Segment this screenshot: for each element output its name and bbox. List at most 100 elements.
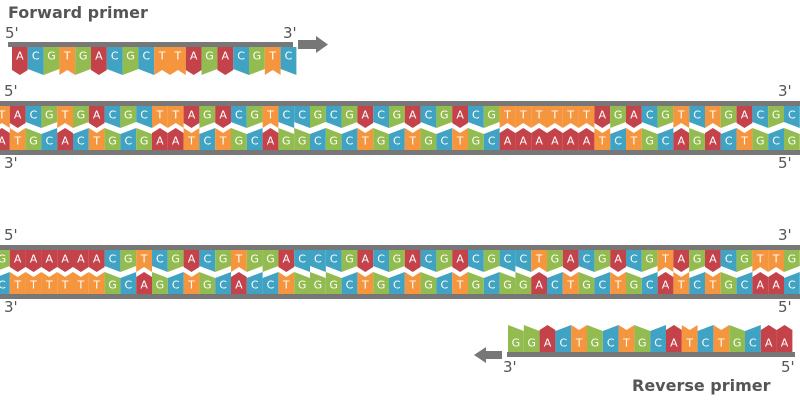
d2-top-base-21: C [325, 250, 342, 272]
d1-top-base-3-letter: G [45, 109, 54, 122]
duplex-1-top-backbone [0, 101, 800, 106]
d1-bot-base-19-letter: G [298, 135, 307, 148]
d2-bot-base-25-letter: C [393, 279, 401, 292]
d2-top-base-29-letter: A [456, 253, 464, 266]
d2-bot-base-43-shape [673, 272, 690, 294]
d1-top-base-45: T [705, 106, 721, 128]
d2-bot-base-4-letter: T [61, 279, 69, 292]
d2-bot-base-44: C [689, 272, 705, 294]
fwd-base-11: A [185, 47, 202, 75]
d2-bot-base-41-shape [641, 272, 658, 294]
d2-top-base-15: T [231, 250, 247, 272]
reverse-direction-arrow-icon [474, 347, 502, 363]
d1-bot-base-5-letter: C [77, 135, 85, 148]
duplex-1-bottom-right-label: 5' [778, 154, 792, 172]
d2-bot-base-33: G [515, 272, 532, 294]
d1-top-base-1: A [9, 106, 26, 128]
fwd-base-6-letter: C [111, 50, 119, 63]
d2-top-base-34: T [531, 250, 547, 272]
d2-bot-base-12-letter: T [187, 279, 195, 292]
rev-base-2-letter: A [544, 337, 552, 350]
d1-bot-base-20-shape [310, 128, 326, 150]
d1-bot-base-30: G [468, 128, 484, 150]
d2-bot-base-17-letter: C [267, 279, 275, 292]
d1-top-base-33-letter: T [519, 109, 527, 122]
d2-top-base-3-shape [41, 250, 58, 272]
d1-top-base-8-letter: G [124, 109, 133, 122]
d1-bot-base-44: G [689, 128, 705, 150]
d2-bot-base-10-shape [152, 272, 168, 294]
rev-base-16: A [760, 325, 777, 352]
d1-top-base-1-letter: A [14, 109, 22, 122]
d2-top-base-16-shape [246, 250, 263, 272]
fwd-base-8-shape [138, 47, 155, 75]
d2-top-base-35-letter: G [551, 253, 560, 266]
duplex-2-top-right-label: 3' [778, 226, 792, 244]
d2-top-base-10-letter: C [156, 253, 164, 266]
d2-bot-base-17: C [262, 272, 279, 294]
d2-bot-base-32: G [499, 272, 516, 294]
d1-top-base-1-shape [9, 106, 26, 128]
d2-top-base-15-letter: T [235, 253, 243, 266]
fwd-base-4-letter: G [79, 50, 88, 63]
reverse-primer-backbone [507, 352, 795, 357]
d1-top-base-9: C [136, 106, 152, 128]
d1-top-base-35-letter: T [551, 109, 559, 122]
d2-top-base-46: C [720, 250, 737, 272]
d2-bot-base-50-letter: C [788, 279, 796, 292]
rev-base-15-letter: C [749, 337, 757, 350]
d1-top-base-36-letter: T [566, 109, 574, 122]
rev-base-0: G [508, 325, 524, 352]
d1-bot-base-12-shape [183, 128, 200, 150]
d1-bot-base-14: T [215, 128, 231, 150]
d1-top-base-10: T [152, 106, 168, 128]
rev-base-9: C [650, 325, 666, 352]
rev-base-12-letter: C [702, 337, 710, 350]
d1-bot-base-12: T [183, 128, 200, 150]
d2-bot-base-34-letter: A [535, 279, 543, 292]
d2-bot-base-18: T [278, 272, 295, 294]
fwd-base-9-shape [154, 47, 170, 75]
fwd-base-3-letter: T [63, 50, 71, 63]
d1-top-base-14-letter: A [219, 109, 227, 122]
fwd-base-4: G [75, 47, 91, 75]
d2-top-base-50-shape [784, 250, 800, 272]
d2-bot-base-0-letter: C [0, 279, 6, 292]
d2-top-base-7-letter: C [109, 253, 117, 266]
d1-bot-base-42-letter: C [662, 135, 670, 148]
d2-top-base-2: A [25, 250, 42, 272]
rev-base-16-shape [760, 325, 777, 352]
d2-bot-base-48-letter: A [757, 279, 765, 292]
fwd-base-5: A [91, 47, 107, 75]
d2-bot-base-8-letter: C [124, 279, 132, 292]
d1-top-base-17-letter: T [266, 109, 274, 122]
d2-top-base-4: A [57, 250, 73, 272]
fwd-base-1: C [27, 47, 44, 75]
d2-top-base-6-shape [88, 250, 105, 272]
d2-bot-base-17-shape [262, 272, 279, 294]
d1-bot-base-34-letter: A [535, 135, 543, 148]
d2-top-base-41-letter: G [645, 253, 654, 266]
d2-top-base-19: C [294, 250, 310, 272]
d1-top-base-23: A [357, 106, 374, 128]
d2-bot-base-4: T [57, 272, 73, 294]
d1-top-base-13-shape [199, 106, 216, 128]
fwd-base-14-shape [233, 47, 249, 75]
d1-top-base-44-shape [689, 106, 705, 128]
d1-bot-base-18-shape [278, 128, 295, 150]
d2-top-base-43-shape [673, 250, 690, 272]
d2-bot-base-38-shape [594, 272, 611, 294]
d1-bot-base-45: A [705, 128, 721, 150]
fwd-base-9: T [154, 47, 170, 75]
d1-top-base-12-letter: A [188, 109, 196, 122]
d2-bot-base-13-letter: G [203, 279, 212, 292]
d2-bot-base-48: A [752, 272, 769, 294]
d1-top-base-40-letter: A [630, 109, 638, 122]
d1-bot-base-16-shape [246, 128, 263, 150]
d1-top-base-44-letter: C [693, 109, 701, 122]
d1-bot-base-38: T [594, 128, 611, 150]
d1-top-base-5: G [73, 106, 89, 128]
d1-bot-base-31: C [483, 128, 500, 150]
d2-top-base-46-letter: C [725, 253, 733, 266]
d1-top-base-21: C [325, 106, 342, 128]
